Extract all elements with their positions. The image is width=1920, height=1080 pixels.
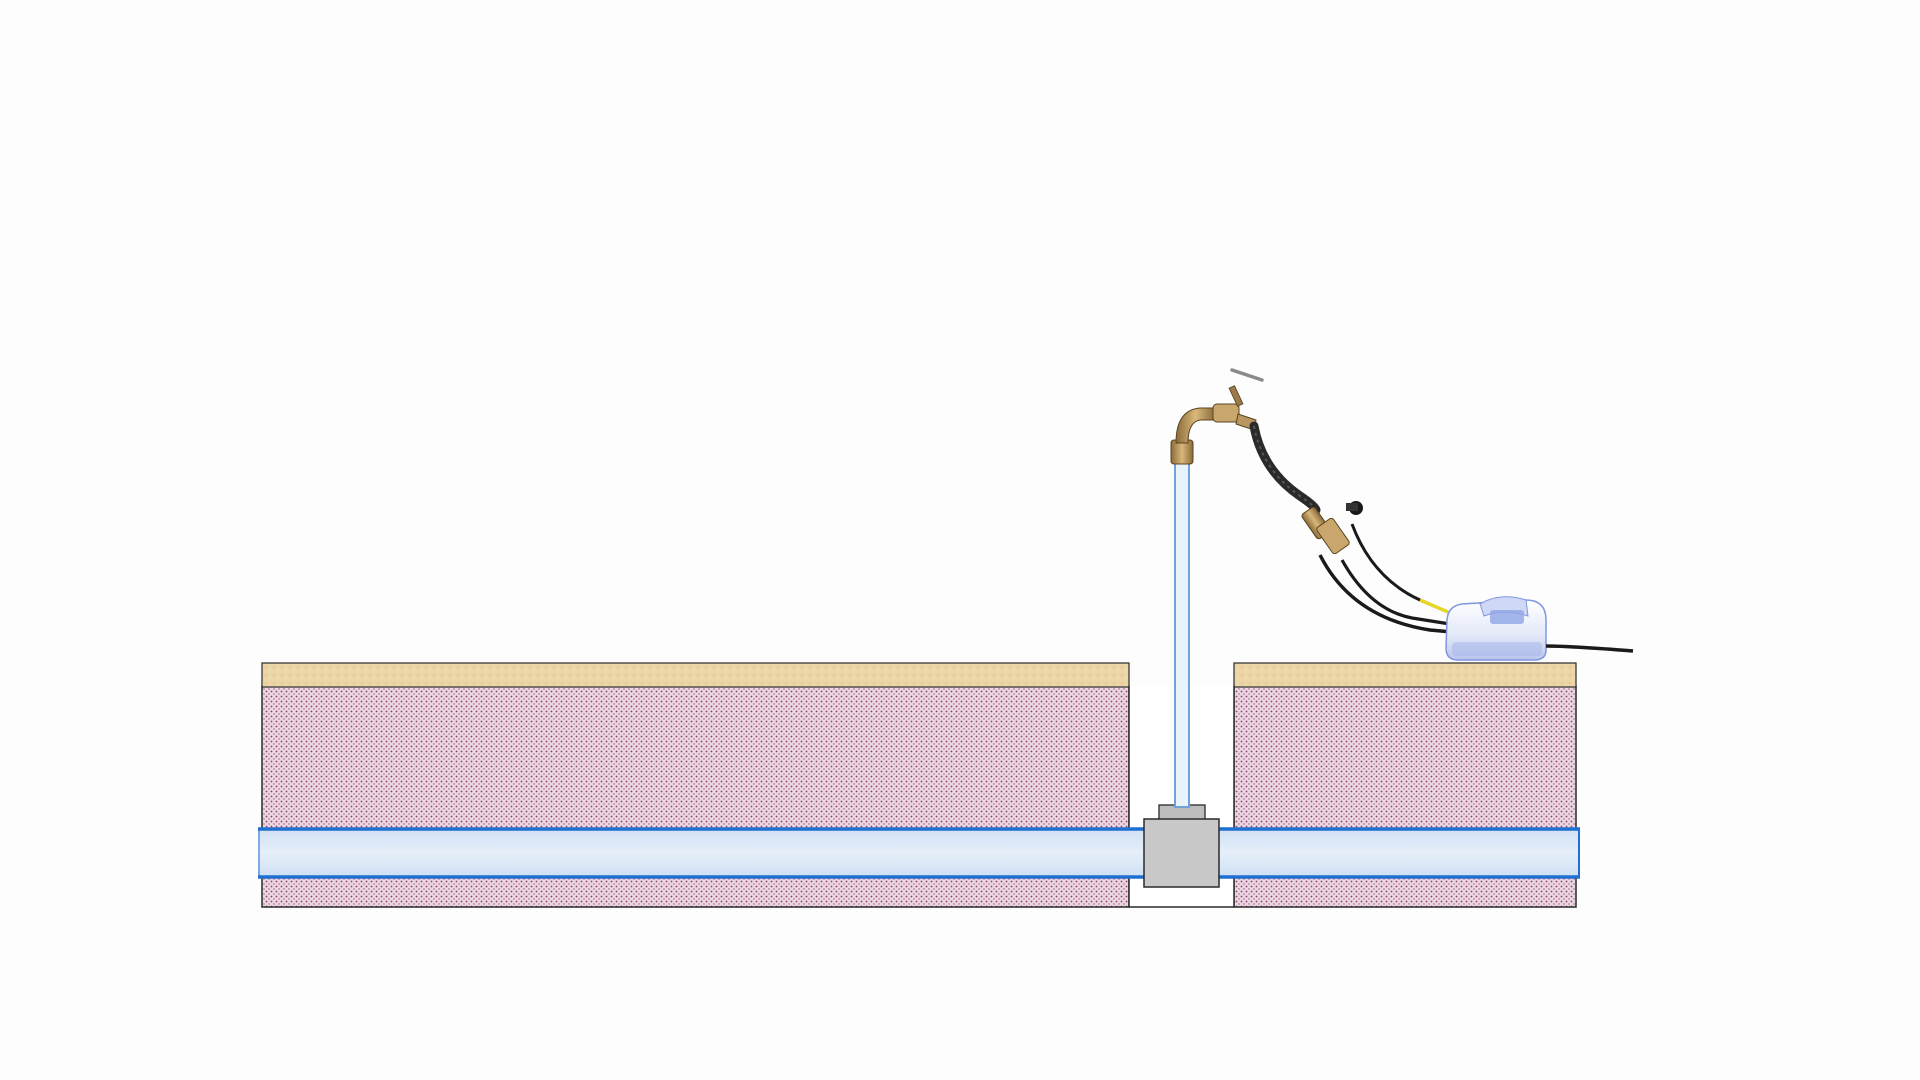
- pipe-connection-box: [1143, 804, 1220, 888]
- standpipe: [1174, 461, 1190, 808]
- pressure-line: [1318, 554, 1453, 634]
- hose-to-device: [1340, 559, 1451, 626]
- faucet-elbow-base: [1170, 439, 1194, 465]
- faucet-icon: [1170, 368, 1264, 465]
- hose: [1249, 421, 1321, 515]
- device-cables: [1318, 523, 1453, 634]
- pipe-body: [258, 828, 1580, 878]
- hose-tube: [1249, 421, 1321, 515]
- gauge-mount: [1346, 503, 1358, 511]
- hose-texture: [1253, 425, 1317, 511]
- water-main-pipe: [258, 827, 1580, 879]
- sensor-cable-yellow: [1419, 598, 1449, 614]
- gauge-valve-body: [1316, 517, 1350, 555]
- power-cable: [1545, 644, 1634, 653]
- device-screen: [1490, 610, 1524, 624]
- pressure-gauge-icon: [1301, 501, 1363, 555]
- sensor-cable-black: [1350, 523, 1449, 614]
- topsoil-left: [261, 662, 1130, 688]
- connection-box-body: [1143, 818, 1220, 888]
- faucet-valve-body: [1212, 403, 1240, 423]
- faucet-elbow: [1175, 407, 1216, 444]
- device-base-band: [1452, 642, 1542, 656]
- standpipe-tube: [1174, 461, 1190, 808]
- topsoil-right: [1233, 662, 1577, 688]
- faucet-handle[interactable]: [1230, 368, 1264, 382]
- faucet-stem: [1228, 385, 1244, 407]
- leak-detector-icon: [1445, 596, 1634, 661]
